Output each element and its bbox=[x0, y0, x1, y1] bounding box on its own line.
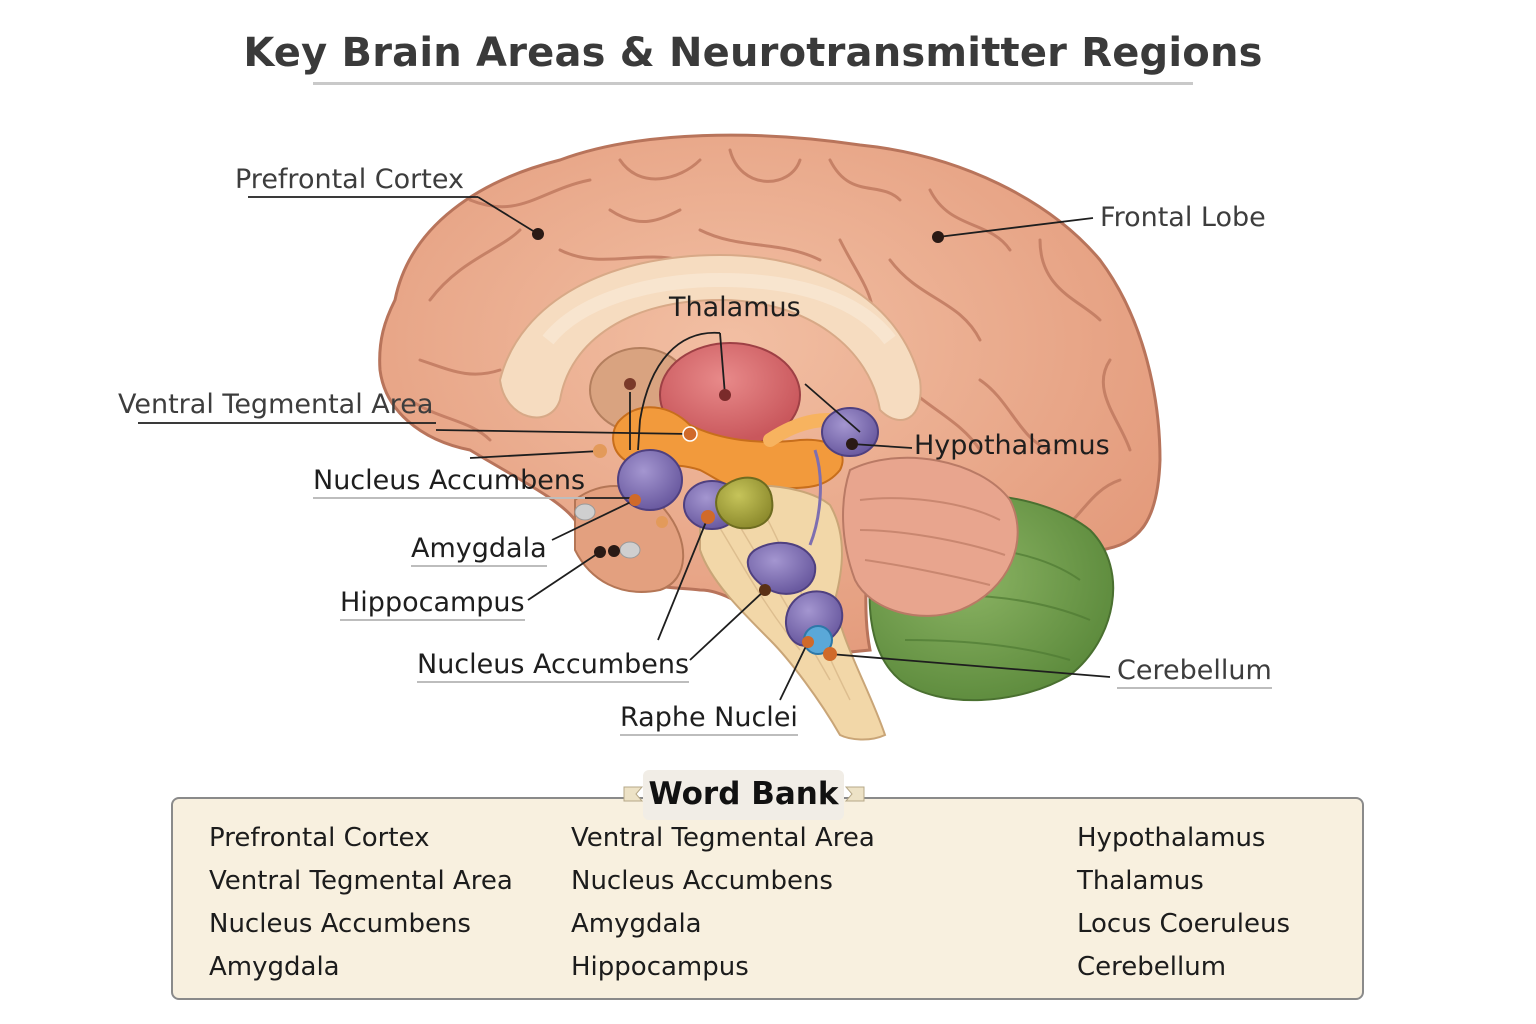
nucleus-accumbens-structure bbox=[617, 449, 683, 511]
title-underline bbox=[313, 82, 1193, 85]
word-bank-item: Ventral Tegmental Area bbox=[571, 823, 875, 853]
marker-dots bbox=[532, 228, 944, 661]
label-ventral-tegmental-area: Ventral Tegmental Area bbox=[118, 389, 434, 420]
label-amygdala: Amygdala bbox=[411, 533, 547, 567]
word-bank-title: Word Bank bbox=[648, 776, 839, 812]
word-bank-item: Hippocampus bbox=[571, 952, 749, 982]
word-bank-item: Ventral Tegmental Area bbox=[209, 866, 513, 896]
word-bank-item: Nucleus Accumbens bbox=[209, 909, 471, 939]
word-bank-item: Locus Coeruleus bbox=[1077, 909, 1290, 939]
label-nucleus-accumbens-lower: Nucleus Accumbens bbox=[417, 649, 690, 683]
label-raphe-nuclei: Raphe Nuclei bbox=[620, 702, 798, 736]
word-bank-tab bbox=[643, 770, 844, 820]
leader-lines bbox=[138, 196, 1111, 701]
word-bank-item: Thalamus bbox=[1077, 866, 1204, 896]
amygdala-structure bbox=[715, 476, 774, 530]
left-ribbon-icon bbox=[623, 786, 644, 802]
label-cerebellum: Cerebellum bbox=[1117, 655, 1272, 689]
word-bank-item: Amygdala bbox=[209, 952, 340, 982]
label-nucleus-accumbens-upper: Nucleus Accumbens bbox=[313, 465, 586, 499]
word-bank-item: Amygdala bbox=[571, 909, 702, 939]
right-ribbon-icon bbox=[844, 786, 865, 802]
diagram-title: Key Brain Areas & Neurotransmitter Regio… bbox=[243, 30, 1263, 76]
word-bank-item: Hypothalamus bbox=[1077, 823, 1266, 853]
word-bank-panel bbox=[171, 797, 1364, 1000]
word-bank-item: Cerebellum bbox=[1077, 952, 1227, 982]
label-prefrontal-cortex: Prefrontal Cortex bbox=[235, 164, 464, 195]
label-hypothalamus: Hypothalamus bbox=[914, 430, 1110, 461]
word-bank-item: Nucleus Accumbens bbox=[571, 866, 833, 896]
label-frontal-lobe: Frontal Lobe bbox=[1100, 202, 1266, 233]
word-bank-item: Prefrontal Cortex bbox=[209, 823, 430, 853]
label-hippocampus: Hippocampus bbox=[340, 587, 525, 621]
label-thalamus: Thalamus bbox=[669, 292, 801, 323]
